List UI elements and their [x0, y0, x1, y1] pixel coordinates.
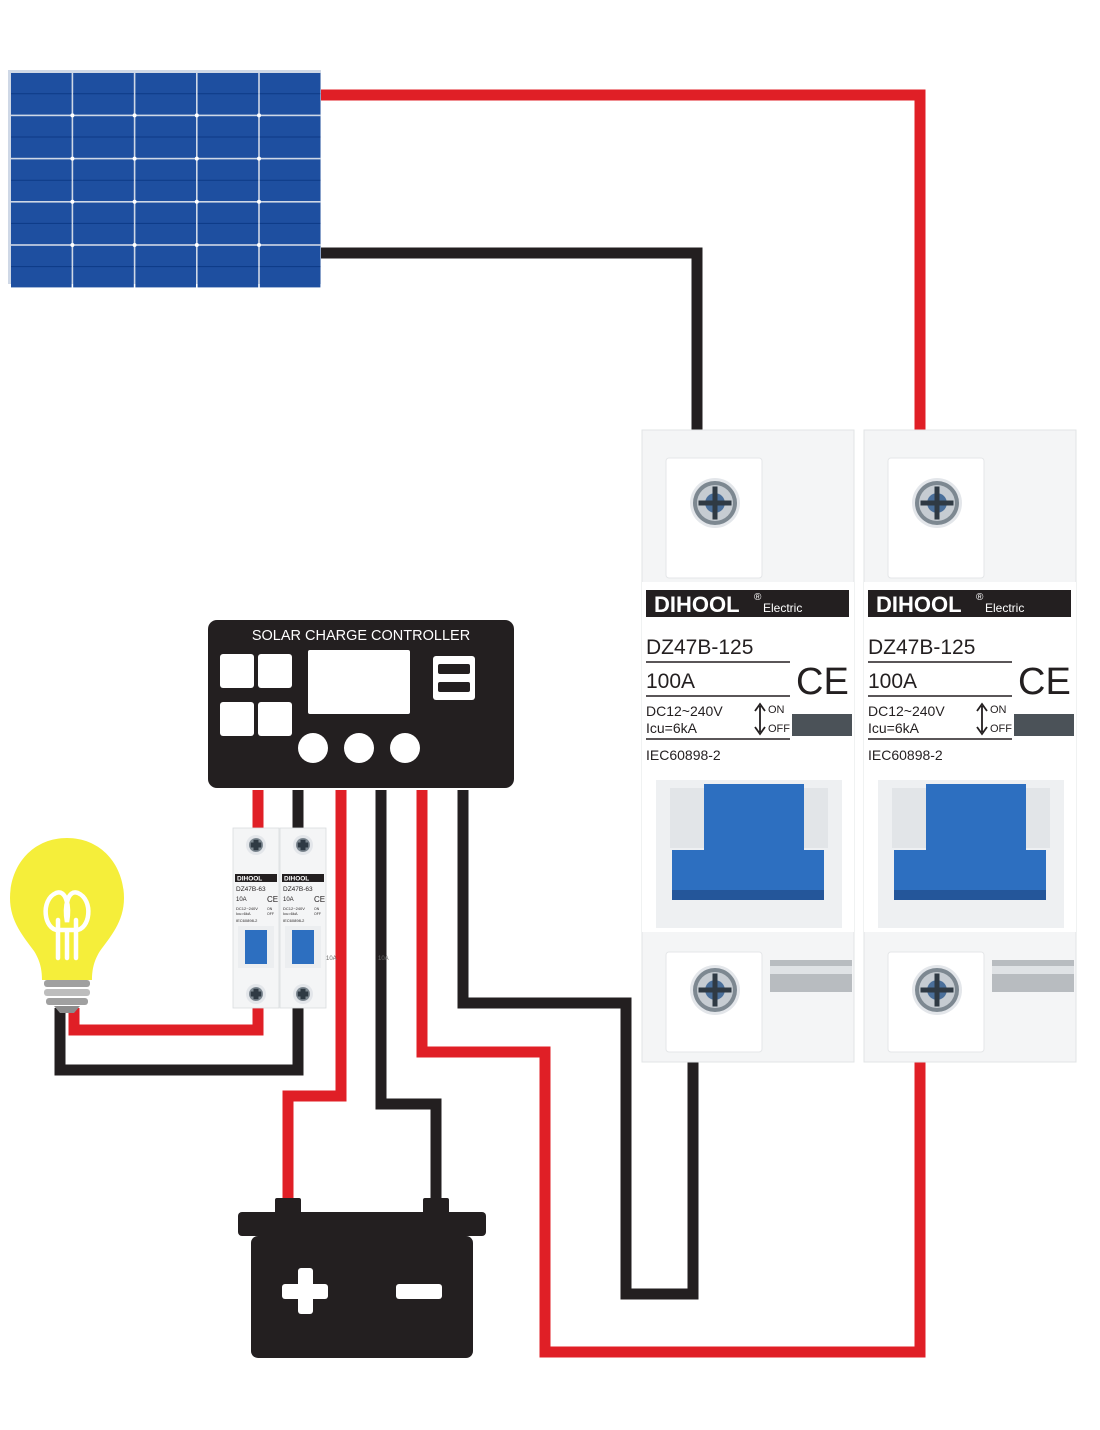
on-label: ON [267, 907, 273, 911]
battery-minus-symbol [396, 1284, 442, 1299]
breaker-icu: Icu=6kA [868, 720, 920, 736]
breaker-rating: 10A [236, 897, 247, 903]
breaker-model: DZ47B-63 [283, 886, 313, 893]
breaker-brand: DIHOOL [237, 876, 262, 883]
on-label: ON [768, 704, 785, 716]
breaker-icu: Icu=6kA [646, 720, 698, 736]
breaker-rating: 10A [283, 897, 294, 903]
breaker-handle[interactable] [292, 930, 314, 964]
wire-pv-negative [457, 790, 699, 1300]
breaker-brand: DIHOOL [876, 592, 962, 617]
ce-mark: CE [267, 895, 278, 904]
breaker-model: DZ47B-125 [868, 636, 975, 659]
off-label: OFF [768, 723, 790, 735]
breaker-rating: 100A [868, 670, 917, 693]
wire-battery-negative [375, 790, 442, 1205]
battery-plus-symbol [282, 1268, 328, 1314]
breaker-brand-suffix: Electric [763, 601, 802, 615]
wire-bulb-positive [68, 1005, 264, 1036]
ce-mark: CE [1018, 661, 1071, 703]
breaker-brand: DIHOOL [284, 876, 309, 883]
breaker-voltage: DC12~240V [283, 906, 305, 911]
breaker-brand: DIHOOL [654, 592, 740, 617]
off-label: OFF [314, 912, 321, 916]
wire-bulb-negative [54, 1005, 304, 1076]
wires [54, 89, 926, 1358]
off-label: OFF [267, 912, 274, 916]
controller-keypad [220, 654, 292, 736]
breaker-voltage: DC12~240V [646, 703, 723, 719]
load-breaker-side-rating-2: 10A [378, 956, 389, 962]
breaker-brand-suffix: Electric [985, 601, 1024, 615]
solar-panel-icon [8, 70, 321, 288]
controller-button-1[interactable] [298, 733, 328, 763]
usb-port-icon [433, 656, 475, 700]
wire-panel-negative [318, 247, 703, 430]
controller-display [308, 650, 410, 714]
breaker-icu: Icu=6kA [236, 911, 251, 916]
breaker-voltage: DC12~240V [236, 906, 258, 911]
key-3[interactable] [220, 702, 254, 736]
key-2[interactable] [258, 654, 292, 688]
wire-battery-positive [282, 790, 347, 1205]
on-label: ON [314, 907, 320, 911]
solar-charge-controller: SOLAR CHARGE CONTROLLER [208, 620, 514, 788]
on-label: ON [990, 704, 1007, 716]
ce-mark: CE [314, 895, 325, 904]
breaker-model: DZ47B-125 [646, 636, 753, 659]
light-bulb-icon [10, 838, 124, 1013]
load-breaker-side-rating-1: 10A [326, 956, 337, 962]
registered-mark: ® [754, 592, 762, 603]
breaker-rating: 100A [646, 670, 695, 693]
status-window [792, 714, 852, 736]
ce-mark: CE [796, 661, 849, 703]
breaker-voltage: DC12~240V [868, 703, 945, 719]
breaker-handle[interactable] [894, 784, 1046, 900]
controller-button-2[interactable] [344, 733, 374, 763]
battery-icon [238, 1198, 486, 1358]
key-1[interactable] [220, 654, 254, 688]
wire-panel-positive [318, 89, 926, 430]
controller-title: SOLAR CHARGE CONTROLLER [252, 628, 470, 644]
controller-button-3[interactable] [390, 733, 420, 763]
breaker-standard: IEC60898-2 [646, 747, 721, 763]
controller-buttons [298, 733, 420, 763]
off-label: OFF [990, 723, 1012, 735]
breaker-model: DZ47B-63 [236, 886, 266, 893]
status-window [1014, 714, 1074, 736]
key-4[interactable] [258, 702, 292, 736]
wire-pv-positive [416, 790, 926, 1358]
breaker-standard: IEC60898-2 [236, 918, 258, 923]
breaker-standard: IEC60898-2 [283, 918, 305, 923]
registered-mark: ® [976, 592, 984, 603]
breaker-handle[interactable] [245, 930, 267, 964]
breaker-icu: Icu=6kA [283, 911, 298, 916]
breaker-handle[interactable] [672, 784, 824, 900]
breaker-standard: IEC60898-2 [868, 747, 943, 763]
